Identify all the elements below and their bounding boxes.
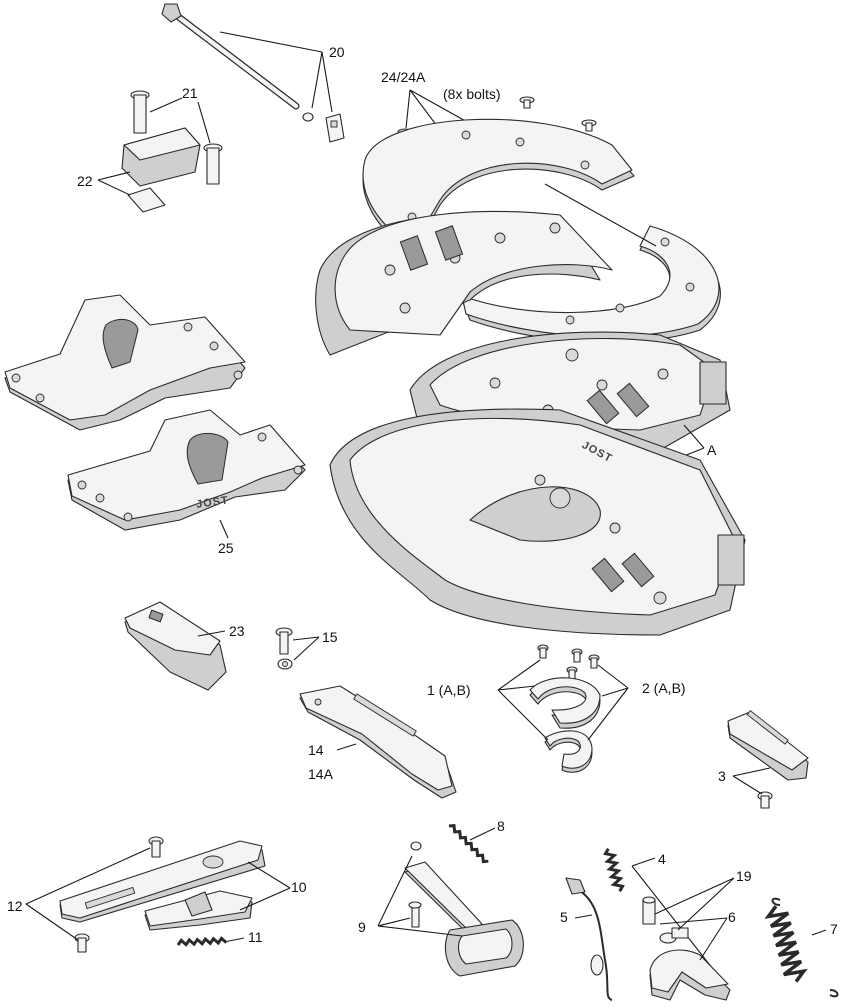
part-15-bolt — [275, 627, 293, 670]
part-20-rod — [161, 3, 345, 143]
part-7-spring — [764, 897, 839, 998]
part-21-pins — [130, 90, 223, 185]
callout-19: 19 — [736, 868, 752, 884]
callout-21: 21 — [182, 85, 198, 101]
upper-fifth-wheel-plate — [315, 210, 613, 356]
part-4-spring — [603, 847, 625, 893]
callout-23: 23 — [229, 623, 245, 639]
callout-12: 12 — [7, 898, 23, 914]
callout-24-24a: 24/24A — [381, 69, 426, 85]
callout-5: 5 — [560, 909, 568, 925]
lower-fifth-wheel-plate: JOST — [329, 408, 746, 636]
callout-1: 1 (A,B) — [427, 682, 471, 698]
leader-22 — [97, 171, 131, 196]
callout-20: 20 — [329, 44, 345, 60]
callout-9: 9 — [358, 919, 366, 935]
callout-25: 25 — [218, 540, 234, 556]
part-14-release-arm — [299, 685, 457, 799]
leader-1 — [497, 659, 549, 741]
leader-2 — [587, 664, 629, 741]
callout-8x-bolts: (8x bolts) — [443, 86, 501, 102]
leader-10 — [239, 861, 291, 911]
callout-15: 15 — [322, 629, 338, 645]
leader-9 — [377, 855, 463, 937]
callout-a: A — [707, 442, 717, 458]
leader-4 — [631, 857, 721, 979]
callout-11: 11 — [248, 929, 263, 945]
callout-22: 22 — [77, 173, 93, 189]
second-wear-plate — [461, 225, 721, 343]
part-5-cable — [565, 877, 613, 1001]
leader-6 — [659, 917, 728, 961]
part-1-2-lock-jaws — [529, 644, 601, 773]
top-wear-plate — [362, 118, 635, 243]
leader-21 — [149, 97, 211, 144]
part-25-saddle-bracket: JOST — [67, 409, 306, 531]
leader-3 — [732, 767, 771, 795]
callout-10: 10 — [291, 879, 307, 895]
saddle-bracket-upper — [4, 294, 246, 431]
callout-8: 8 — [497, 818, 505, 834]
callout-6: 6 — [728, 909, 736, 925]
callout-14: 14 — [308, 742, 324, 758]
callout-3: 3 — [718, 768, 726, 784]
part-8-spring — [448, 823, 489, 864]
part-11-spring — [176, 936, 228, 947]
saddle-logo: JOST — [195, 494, 229, 510]
callout-7: 7 — [830, 921, 838, 937]
leader-12 — [25, 847, 151, 941]
part-12-bolts — [74, 836, 164, 953]
part-6-lock-hook — [649, 949, 731, 1001]
leader-15 — [292, 636, 320, 661]
callout-4: 4 — [658, 851, 666, 867]
part-19-pins — [642, 896, 689, 944]
callout-2: 2 (A,B) — [642, 680, 686, 696]
leader-20 — [219, 31, 333, 113]
leader-19 — [654, 877, 735, 931]
part-9-handle — [404, 841, 524, 977]
part-10-lever-plates — [59, 840, 266, 931]
callout-14a: 14A — [308, 766, 334, 782]
part-23-lock-bar — [124, 601, 227, 691]
part-22-bracket — [121, 127, 201, 213]
part-3-wear-pad — [727, 710, 809, 809]
